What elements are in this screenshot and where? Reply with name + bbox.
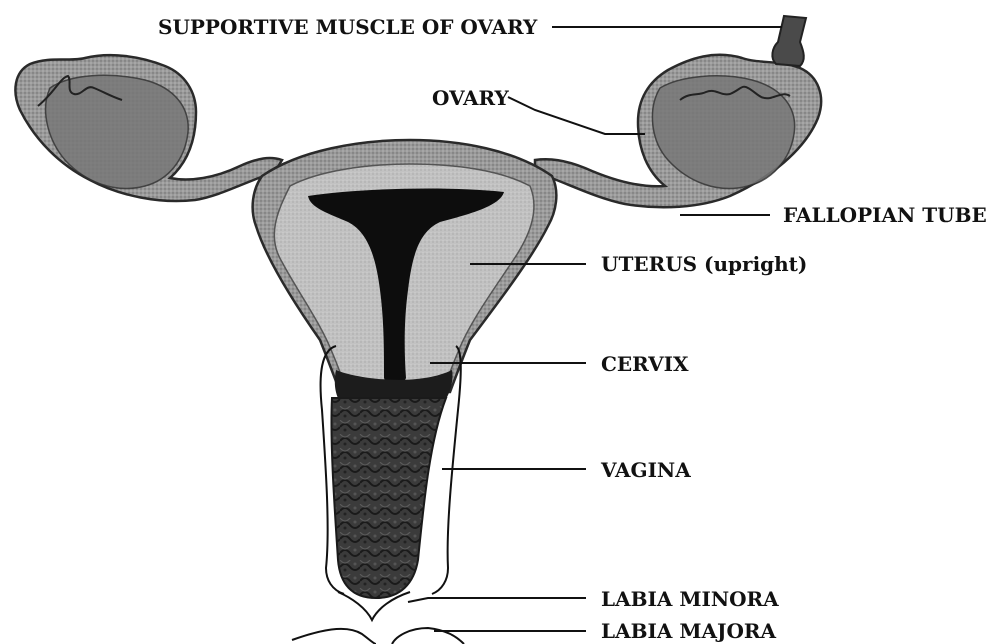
supportive-muscle	[772, 16, 806, 66]
label-supportive-muscle: SUPPORTIVE MUSCLE OF OVARY	[158, 15, 538, 39]
vagina	[331, 398, 446, 598]
leader-ovary	[508, 97, 645, 134]
leader-labia-minora	[408, 598, 586, 602]
label-labia-majora: LABIA MAJORA	[601, 619, 776, 643]
label-vagina: VAGINA	[600, 458, 691, 482]
label-uterus: UTERUS (upright)	[601, 252, 807, 276]
label-cervix: CERVIX	[601, 352, 689, 376]
label-fallopian-tube: FALLOPIAN TUBE	[783, 203, 987, 227]
left-ovary	[38, 75, 188, 188]
label-ovary: OVARY	[432, 86, 510, 110]
label-labia-minora: LABIA MINORA	[601, 587, 779, 611]
